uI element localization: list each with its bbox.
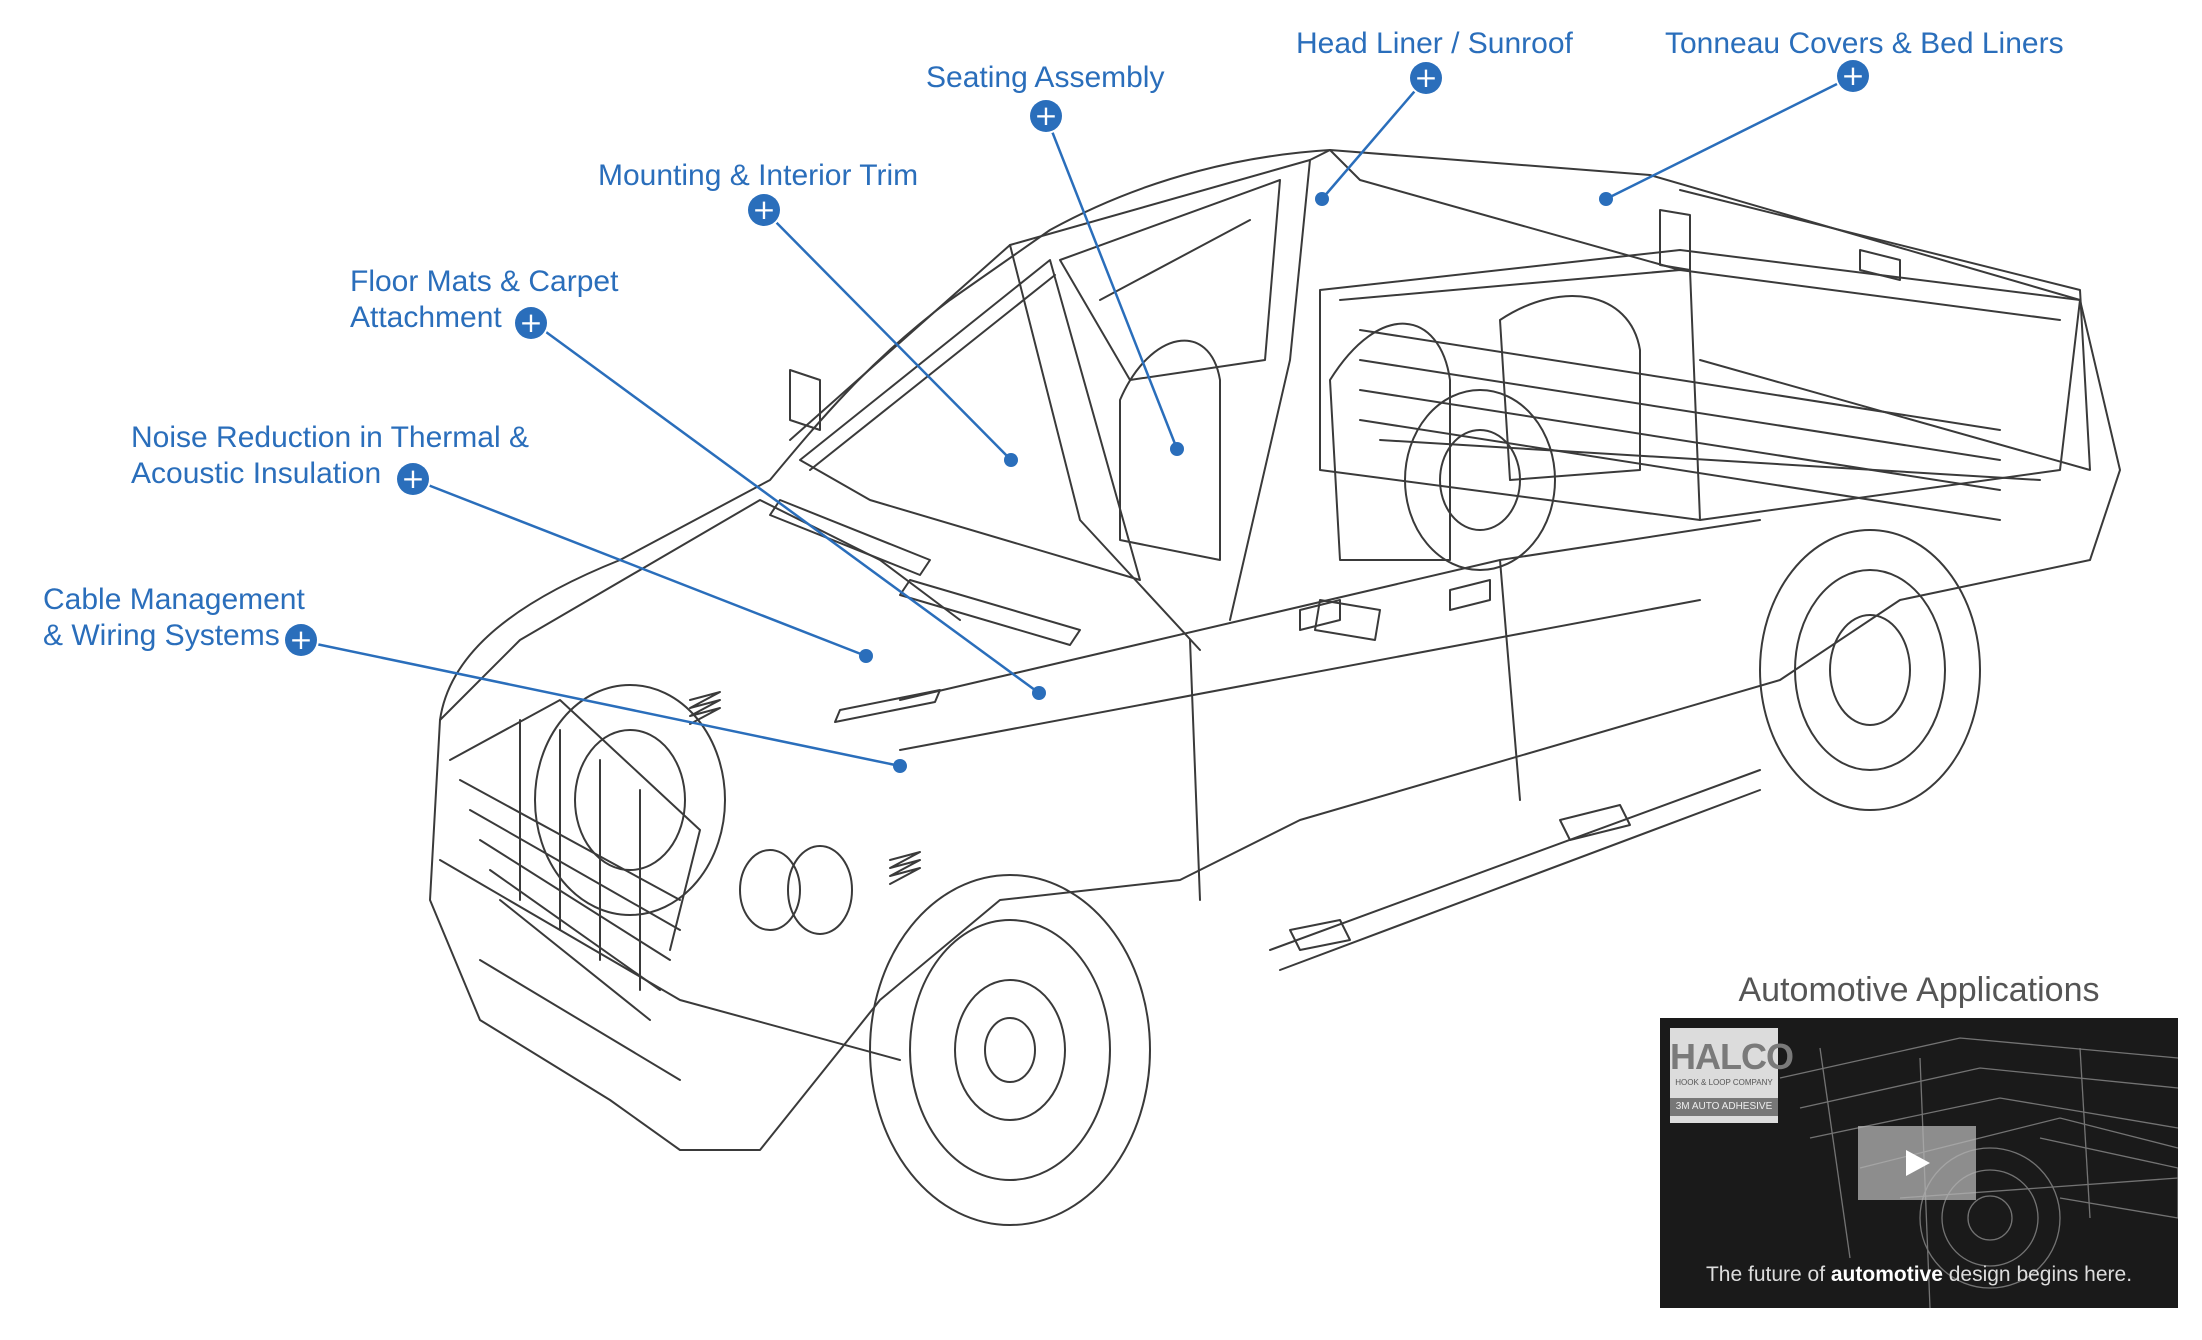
video-caption: The future of automotive design begins h…: [1660, 1263, 2178, 1287]
play-icon: [1906, 1150, 1930, 1176]
video-caption-prefix: The future of: [1705, 1263, 1831, 1286]
plus-icon: +: [1414, 61, 1438, 94]
play-button[interactable]: [1858, 1126, 1976, 1200]
hotspot-plus-button-seating-assembly[interactable]: +: [1030, 100, 1062, 132]
hotspot-plus-button-head-liner[interactable]: +: [1410, 62, 1442, 94]
hotspot-plus-button-mounting-trim[interactable]: +: [748, 194, 780, 226]
hotspot-label-mounting-trim[interactable]: Mounting & Interior Trim: [598, 158, 918, 194]
plus-icon: +: [1841, 59, 1865, 92]
hotspot-plus-button-tonneau-covers[interactable]: +: [1837, 60, 1869, 92]
hotspot-plus-button-floor-mats[interactable]: +: [515, 307, 547, 339]
video-caption-suffix: design begins here.: [1942, 1263, 2133, 1286]
hotspot-label-line1: Seating Assembly: [926, 61, 1165, 94]
hotspot-label-line1: Tonneau Covers & Bed Liners: [1665, 27, 2064, 60]
hotspot-label-tonneau-covers[interactable]: Tonneau Covers & Bed Liners: [1665, 26, 2064, 62]
hotspot-label-floor-mats[interactable]: Floor Mats & Carpet Attachment: [350, 264, 618, 336]
plus-icon: +: [289, 623, 313, 656]
halco-brand-badge: HALCO HOOK & LOOP COMPANY 3M AUTO ADHESI…: [1670, 1028, 1794, 1123]
hotspot-label-line2: & Wiring Systems: [43, 619, 280, 652]
hotspot-label-cable-management[interactable]: Cable Management & Wiring Systems: [43, 582, 305, 654]
plus-icon: +: [752, 193, 776, 226]
hotspot-label-line1: Mounting & Interior Trim: [598, 159, 919, 192]
plus-icon: +: [401, 462, 425, 495]
hotspot-label-line2: Attachment: [350, 301, 502, 334]
hotspot-label-line1: Noise Reduction in Thermal &: [131, 421, 529, 454]
video-title: Automotive Applications: [1738, 971, 2100, 1009]
hotspot-label-line2: Acoustic Insulation: [131, 457, 382, 490]
hotspot-label-line1: Cable Management: [43, 583, 305, 616]
halco-logo: HALCO: [1670, 1036, 1794, 1077]
video-caption-bold: automotive: [1830, 1263, 1943, 1286]
video-player-thumbnail[interactable]: HALCO HOOK & LOOP COMPANY 3M AUTO ADHESI…: [1660, 1018, 2178, 1308]
hotspot-label-seating-assembly[interactable]: Seating Assembly: [926, 60, 1164, 96]
hotspot-label-line1: Floor Mats & Carpet: [350, 265, 619, 298]
hotspot-label-noise-reduction[interactable]: Noise Reduction in Thermal & Acoustic In…: [131, 420, 529, 492]
hotspot-label-line1: Head Liner / Sunroof: [1296, 27, 1573, 60]
halco-tagline: HOOK & LOOP COMPANY: [1675, 1078, 1773, 1087]
plus-icon: +: [519, 306, 543, 339]
hotspot-plus-button-cable-management[interactable]: +: [285, 624, 317, 656]
halco-strip-text: 3M AUTO ADHESIVE: [1670, 1098, 1778, 1116]
hotspot-plus-button-noise-reduction[interactable]: +: [397, 463, 429, 495]
hotspot-label-head-liner[interactable]: Head Liner / Sunroof: [1296, 26, 1573, 62]
plus-icon: +: [1034, 99, 1058, 132]
